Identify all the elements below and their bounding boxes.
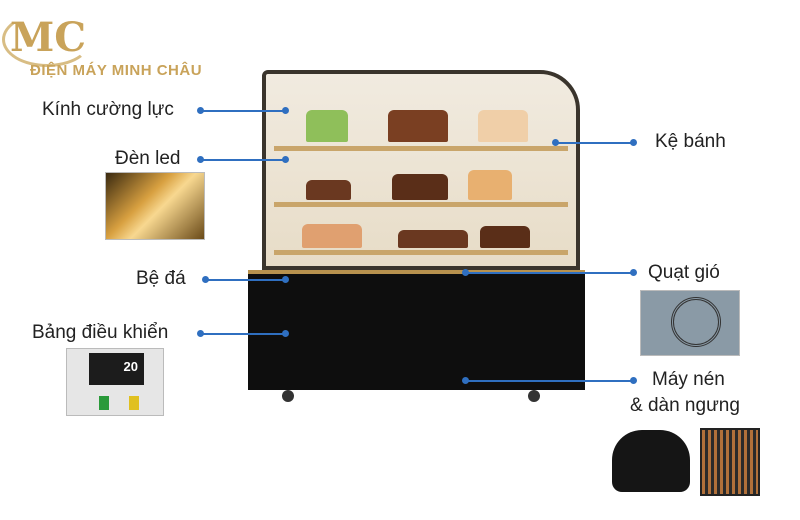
cake-shelf-1 bbox=[274, 146, 568, 151]
control-panel-photo: 20 bbox=[66, 348, 164, 416]
control-display: 20 bbox=[89, 353, 144, 385]
logo-initials: MC bbox=[10, 14, 87, 61]
cake bbox=[478, 110, 528, 142]
compressor-photo bbox=[612, 430, 690, 492]
callout-dot bbox=[282, 156, 289, 163]
callout-dot bbox=[630, 269, 637, 276]
callout-line bbox=[555, 142, 633, 144]
callout-dot bbox=[202, 276, 209, 283]
cake-shelf-2 bbox=[274, 202, 568, 207]
label-shelf: Kệ bánh bbox=[655, 131, 726, 152]
label-stone-base: Bệ đá bbox=[136, 268, 186, 289]
yellow-switch bbox=[129, 396, 139, 410]
label-compressor-1: Máy nén bbox=[652, 369, 725, 390]
callout-dot bbox=[197, 107, 204, 114]
cake bbox=[398, 230, 468, 248]
label-led: Đèn led bbox=[115, 148, 181, 169]
logo-name: ĐIỆN MÁY MINH CHÂU bbox=[30, 62, 203, 79]
green-switch bbox=[99, 396, 109, 410]
callout-line bbox=[465, 380, 633, 382]
fan-photo bbox=[640, 290, 740, 356]
cake bbox=[392, 174, 448, 200]
callout-line bbox=[205, 279, 285, 281]
callout-dot bbox=[197, 330, 204, 337]
callout-dot bbox=[462, 269, 469, 276]
cake bbox=[306, 180, 351, 200]
label-fan: Quạt gió bbox=[648, 262, 720, 283]
logo-arc bbox=[2, 12, 92, 67]
condenser-photo bbox=[700, 428, 760, 496]
callout-dot bbox=[282, 276, 289, 283]
stone-base-cabinet bbox=[248, 270, 585, 390]
wheel bbox=[282, 390, 294, 402]
temperature-readout: 20 bbox=[123, 359, 138, 374]
fan-icon bbox=[671, 297, 721, 347]
callout-dot bbox=[462, 377, 469, 384]
cake bbox=[468, 170, 512, 200]
callout-dot bbox=[630, 139, 637, 146]
label-control-panel: Bảng điều khiển bbox=[32, 322, 169, 343]
led-strip-photo bbox=[105, 172, 205, 240]
callout-dot bbox=[552, 139, 559, 146]
label-compressor-2: & dàn ngưng bbox=[630, 395, 740, 416]
cake bbox=[302, 224, 362, 248]
cake bbox=[306, 110, 348, 142]
callout-dot bbox=[630, 377, 637, 384]
cake bbox=[388, 110, 448, 142]
callout-line bbox=[465, 272, 633, 274]
callout-dot bbox=[197, 156, 204, 163]
callout-line bbox=[200, 333, 285, 335]
cake-shelf-3 bbox=[274, 250, 568, 255]
wheel bbox=[528, 390, 540, 402]
callout-dot bbox=[282, 107, 289, 114]
callout-dot bbox=[282, 330, 289, 337]
cake bbox=[480, 226, 530, 248]
callout-line bbox=[200, 110, 285, 112]
display-cabinet bbox=[262, 70, 580, 270]
label-glass: Kính cường lực bbox=[42, 99, 174, 120]
callout-line bbox=[200, 159, 285, 161]
